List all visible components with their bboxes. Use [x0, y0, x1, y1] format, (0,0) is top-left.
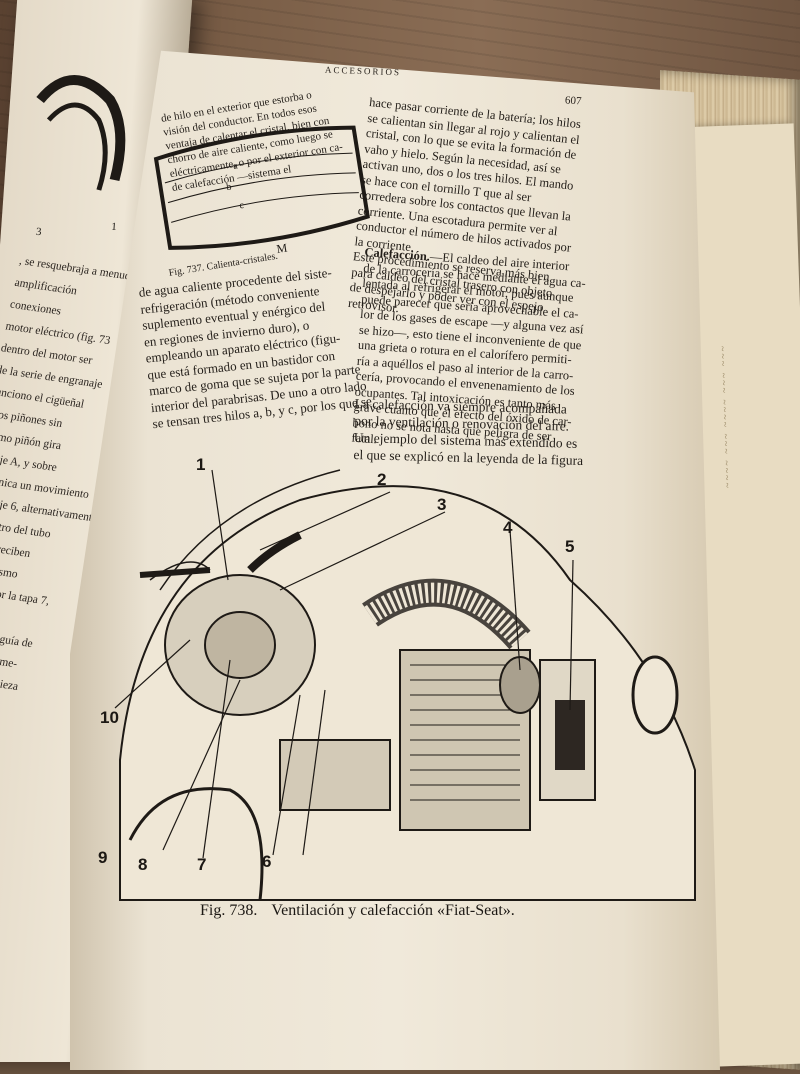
- fig737-label-m: M: [276, 241, 289, 257]
- callout-3: 3: [437, 495, 447, 514]
- fig737-label-a: a: [232, 160, 239, 172]
- svg-text:3: 3: [35, 226, 42, 238]
- callout-9: 9: [98, 848, 108, 867]
- left-page-illustration: 3 1: [35, 75, 126, 238]
- callout-2: 2: [377, 470, 387, 489]
- slip-handwriting: ~~~ ~~~ ~~~~ ~~~ ~~~~: [716, 345, 733, 491]
- svg-text:1: 1: [111, 221, 117, 233]
- page-number: 607: [564, 94, 582, 108]
- callout-5: 5: [565, 537, 575, 556]
- figure-737-windshield-heater: a b c M: [153, 125, 370, 257]
- callout-8: 8: [138, 855, 148, 874]
- callout-7: 7: [197, 855, 207, 874]
- fig737-label-c: c: [239, 200, 246, 212]
- fig737-label-b: b: [226, 182, 233, 194]
- figure-738-caption: Fig. 738. Ventilación y calefacción «Fiat…: [200, 902, 515, 920]
- text-block-mid-left: de agua caliente procedente del siste-re…: [138, 261, 382, 433]
- callout-6: 6: [262, 852, 272, 871]
- figure-738-car-ventilation-drawing: [114, 469, 696, 901]
- callout-10: 10: [100, 708, 119, 727]
- figure-738-title: Ventilación y calefacción «Fiat-Seat».: [271, 902, 515, 919]
- figure-738-number: Fig. 738.: [200, 902, 258, 919]
- callout-4: 4: [503, 518, 513, 537]
- callout-1: 1: [196, 455, 206, 474]
